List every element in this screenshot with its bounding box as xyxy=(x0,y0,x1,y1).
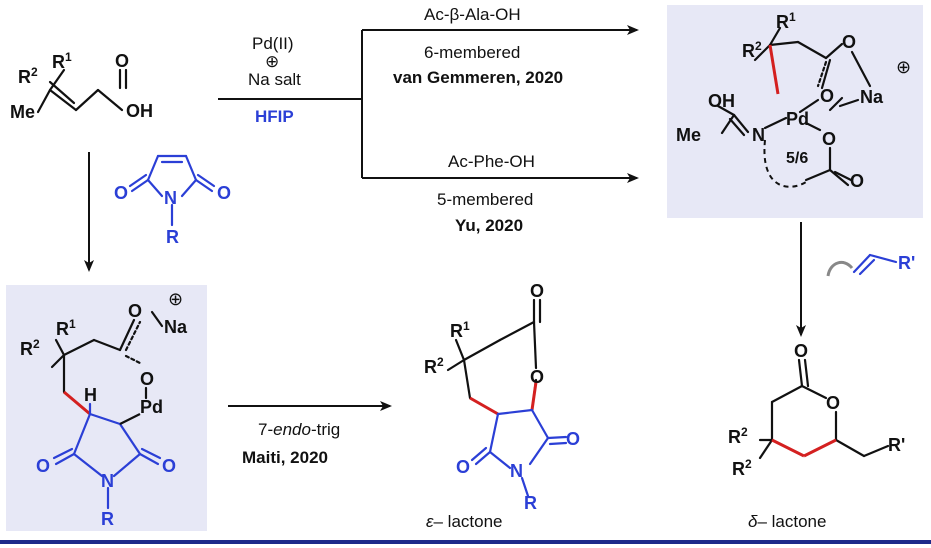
eps-r: R xyxy=(524,493,537,513)
int-o-left: O xyxy=(36,456,51,476)
eps-carbonyl-o: O xyxy=(530,281,545,301)
curved-approach-arrow xyxy=(826,260,854,277)
int-o-right: O xyxy=(162,456,177,476)
epsilon-lactone-structure xyxy=(446,298,542,412)
pd-tether-dashed xyxy=(763,139,807,188)
cyclization-citation-label: Maiti, 2020 xyxy=(242,448,328,467)
mode-suffix: -trig xyxy=(310,420,341,439)
mode-italic: endo xyxy=(273,420,311,439)
maleimide-palladacycle-structure xyxy=(50,310,164,400)
pd-palladacycle-structure xyxy=(716,26,872,187)
maleimide-intermediate-red-bond xyxy=(63,390,91,416)
mode-prefix: 7- xyxy=(258,420,274,439)
pd-r2: R2 xyxy=(742,39,762,61)
starting-acid-structure xyxy=(36,68,128,114)
olefin-structure xyxy=(852,253,898,276)
upper-citation-label: van Gemmeren, 2020 xyxy=(393,68,564,87)
branch-arrows xyxy=(218,25,639,183)
plus-symbol: ⊕ xyxy=(265,52,280,71)
delta-red-bond-1 xyxy=(771,438,805,458)
pd-intermediate-panel xyxy=(667,5,923,218)
delta-lactone-structure xyxy=(758,358,890,460)
sm-me: Me xyxy=(10,102,36,122)
epsilon-symbol: ε xyxy=(426,512,434,531)
int-h: H xyxy=(84,385,97,405)
delta-r2-lower: R2 xyxy=(732,457,752,479)
lower-ring-size-label: 5-membered xyxy=(437,190,534,209)
eps-r1: R1 xyxy=(450,319,470,341)
epsilon-text: – lactone xyxy=(433,512,503,531)
int-o: O xyxy=(140,369,155,389)
pd-carbonyl-o: O xyxy=(842,32,857,52)
int-o-top: O xyxy=(128,301,143,321)
cyclization-mode-label: 7-endo-trig xyxy=(258,420,340,440)
maleimide-r: R xyxy=(166,227,179,247)
int-pd: Pd xyxy=(140,397,164,417)
lower-citation-label: Yu, 2020 xyxy=(455,216,524,235)
maleimide-n: N xyxy=(164,188,177,208)
delta-carbonyl-o: O xyxy=(794,341,809,361)
eps-o-left: O xyxy=(456,457,471,477)
delta-red-bond-2 xyxy=(803,438,837,458)
int-r1: R1 xyxy=(56,317,76,339)
footer-rule xyxy=(0,540,931,544)
pd-plus: ⊕ xyxy=(896,57,912,77)
catalyst-label: Pd(II) xyxy=(252,34,294,53)
pd-r1: R1 xyxy=(776,10,796,32)
salt-label: Na salt xyxy=(248,70,301,89)
upper-ring-size-label: 6-membered xyxy=(424,43,521,62)
pd-o-bottom: O xyxy=(850,171,865,191)
sm-r1: R1 xyxy=(52,50,72,72)
eps-r2: R2 xyxy=(424,355,444,377)
delta-ring-o: O xyxy=(826,393,841,413)
delta-symbol: δ xyxy=(748,512,758,531)
maleimide-structure xyxy=(128,154,216,227)
epsilon-lactone-label: ε– lactone xyxy=(426,512,502,532)
int-plus: ⊕ xyxy=(168,289,184,309)
maleimide-intermediate-ring xyxy=(52,402,162,510)
eps-ring-o: O xyxy=(530,367,545,387)
int-n: N xyxy=(101,471,114,491)
pd-o-lower: O xyxy=(822,129,837,149)
int-na: Na xyxy=(164,317,188,337)
maleimide-o-left: O xyxy=(114,183,129,203)
maleimide-intermediate-panel xyxy=(6,285,207,531)
epsilon-red-bond-2 xyxy=(530,381,538,411)
epsilon-succinimide-ring xyxy=(470,408,568,498)
eps-n: N xyxy=(510,461,523,481)
sm-oh: OH xyxy=(126,101,153,121)
pd-ring-size: 5/6 xyxy=(786,150,809,167)
delta-lactone-label: δ– lactone xyxy=(748,512,826,532)
pd-methyl: Me xyxy=(676,125,702,145)
delta-r2-upper: R2 xyxy=(728,425,748,447)
int-r2: R2 xyxy=(20,337,40,359)
sm-r2: R2 xyxy=(18,65,38,87)
epsilon-red-bond-1 xyxy=(469,396,499,416)
delta-text: – lactone xyxy=(757,512,827,531)
pd-new-bond-red xyxy=(768,44,780,95)
solvent-label: HFIP xyxy=(255,107,294,126)
upper-ligand-label: Ac-β-Ala-OH xyxy=(424,5,521,24)
int-r: R xyxy=(101,509,114,529)
pd-pd: Pd xyxy=(786,109,810,129)
maleimide-o-right: O xyxy=(217,183,232,203)
pd-oh: OH xyxy=(708,91,735,111)
sm-carbonyl-o: O xyxy=(115,51,130,71)
eps-o-right: O xyxy=(566,429,581,449)
delta-r-prime: R' xyxy=(888,435,906,455)
pd-n: N xyxy=(752,125,765,145)
pd-na: Na xyxy=(860,87,884,107)
olefin-r-prime: R' xyxy=(898,253,916,273)
pd-o: O xyxy=(820,86,835,106)
lower-ligand-label: Ac-Phe-OH xyxy=(448,152,535,171)
